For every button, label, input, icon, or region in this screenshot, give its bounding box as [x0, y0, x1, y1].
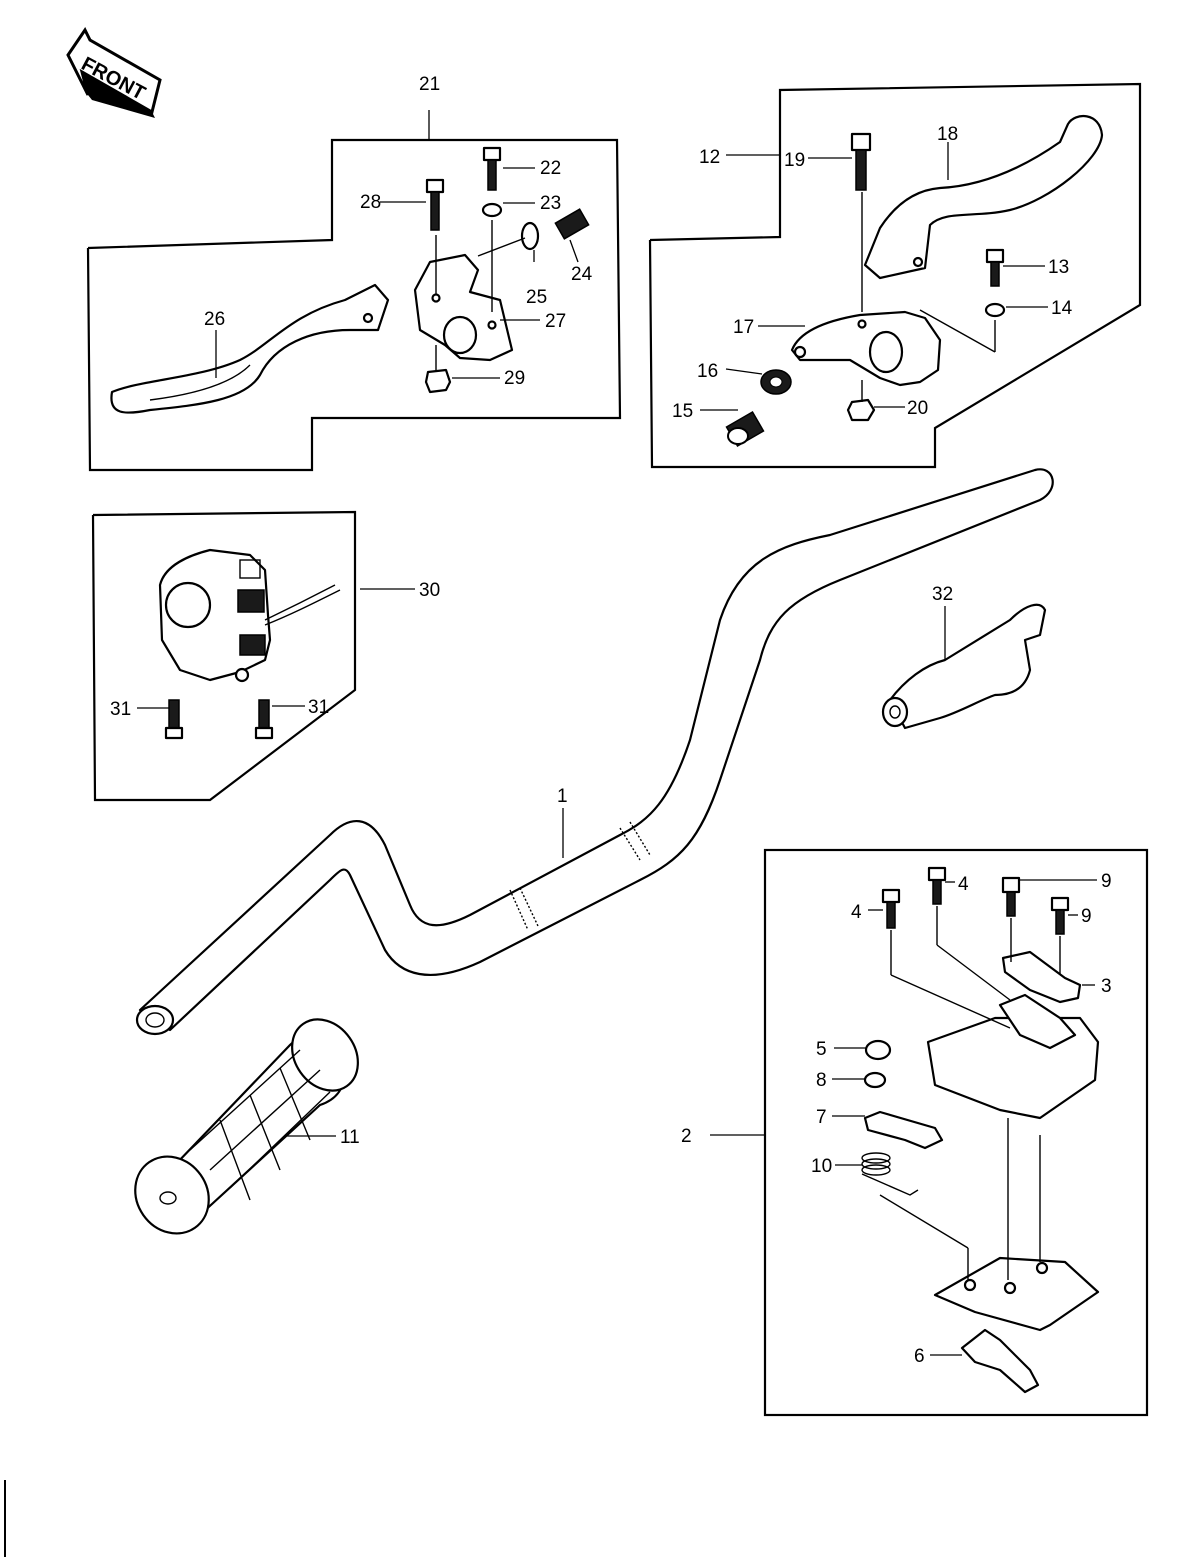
screw-4-right — [927, 866, 947, 905]
bolt-28 — [425, 178, 445, 231]
bolt-22 — [482, 146, 502, 191]
label-32: 32 — [932, 584, 953, 605]
clamp-3 — [1001, 950, 1082, 1004]
label-10: 10 — [811, 1156, 832, 1177]
label-31-right: 31 — [308, 697, 329, 718]
label-29: 29 — [504, 368, 525, 389]
label-3: 3 — [1101, 976, 1112, 997]
label-14: 14 — [1051, 298, 1073, 319]
label-21: 21 — [419, 74, 440, 95]
switch-assembly-box — [91, 510, 415, 802]
washer-8 — [863, 1071, 887, 1089]
label-5: 5 — [816, 1039, 827, 1060]
nut-5 — [864, 1039, 892, 1061]
lever-18 — [863, 115, 1104, 280]
screw-31-left — [164, 699, 184, 740]
screw-9-right — [1050, 896, 1070, 935]
label-27: 27 — [545, 311, 566, 332]
label-31-left: 31 — [110, 699, 131, 720]
label-2: 2 — [681, 1126, 692, 1147]
nut-20 — [846, 398, 876, 422]
label-16: 16 — [697, 361, 718, 382]
label-4-upper: 4 — [958, 874, 969, 895]
label-17: 17 — [733, 317, 754, 338]
lever-holder-27 — [413, 253, 514, 362]
spring-washer-25 — [520, 221, 540, 251]
screw-9-left — [1001, 876, 1021, 917]
spring-10 — [861, 1152, 919, 1196]
label-7: 7 — [816, 1107, 827, 1128]
knob-6 — [960, 1328, 1040, 1394]
label-19: 19 — [784, 150, 805, 171]
screw-31-right — [254, 699, 274, 740]
clutch-lever-assembly-box — [86, 110, 622, 472]
adjuster-24 — [554, 208, 590, 240]
nut-29 — [424, 368, 452, 394]
label-9-lower: 9 — [1081, 906, 1092, 927]
label-13: 13 — [1048, 257, 1069, 278]
adjuster-15 — [725, 410, 765, 448]
label-24: 24 — [571, 264, 593, 285]
lever-cover-32 — [881, 603, 1047, 730]
label-6: 6 — [914, 1346, 925, 1367]
lever-26 — [110, 283, 390, 414]
label-18: 18 — [937, 124, 958, 145]
label-8: 8 — [816, 1070, 827, 1091]
handlebar-1 — [135, 468, 1054, 1036]
label-15: 15 — [672, 401, 693, 422]
front-arrow-icon: FRONT — [66, 27, 162, 118]
part-labels: 21 22 23 28 24 25 27 26 29 12 19 18 13 1… — [110, 74, 1112, 1367]
bolt-19 — [850, 132, 872, 191]
choke-lever-assembly-box — [710, 848, 1149, 1417]
label-12: 12 — [699, 147, 720, 168]
choke-lever-7 — [863, 1110, 944, 1150]
label-25: 25 — [526, 287, 547, 308]
label-11: 11 — [340, 1127, 360, 1148]
label-26: 26 — [204, 309, 225, 330]
label-20: 20 — [907, 398, 928, 419]
washer-14 — [984, 302, 1006, 318]
label-9-upper: 9 — [1101, 871, 1112, 892]
washer-23 — [481, 202, 503, 218]
label-1: 1 — [557, 786, 568, 807]
housing-lower — [933, 1256, 1100, 1332]
screw-4-left — [881, 888, 901, 929]
label-23: 23 — [540, 193, 561, 214]
lever-holder-17 — [790, 310, 942, 387]
label-22: 22 — [540, 158, 561, 179]
label-4-lower: 4 — [851, 902, 862, 923]
label-30: 30 — [419, 580, 440, 601]
grip-11 — [134, 1018, 359, 1235]
brake-lever-assembly-box — [648, 82, 1142, 469]
label-28: 28 — [360, 192, 381, 213]
bolt-13 — [985, 248, 1005, 287]
